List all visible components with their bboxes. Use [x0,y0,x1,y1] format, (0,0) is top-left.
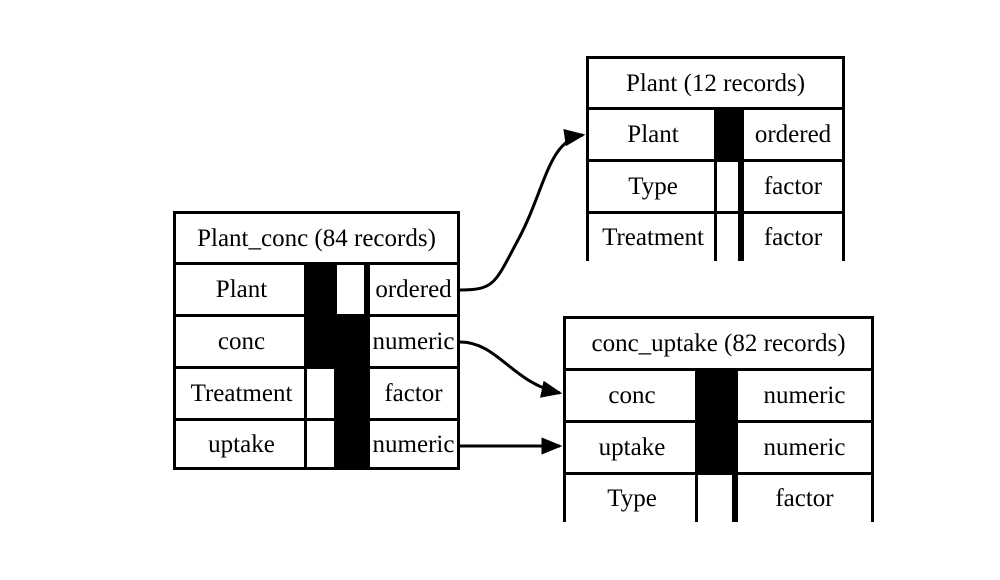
table-row[interactable]: Plant ordered [176,265,457,317]
field-type: factor [735,475,871,522]
key-marker-left [714,162,741,211]
field-type: numeric [367,317,457,366]
table-row[interactable]: conc numeric [566,371,871,423]
table-row[interactable]: Type factor [566,475,871,522]
relationship-arrow-plant [459,129,586,292]
key-marker-left [695,423,735,472]
table-row[interactable]: Treatment factor [589,214,842,261]
field-type: ordered [367,265,457,314]
field-type: numeric [735,423,871,472]
key-marker-group [304,369,370,418]
table-title-conc-uptake: conc_uptake (82 records) [566,319,871,371]
key-marker-left [714,110,741,159]
key-marker-right [334,421,367,467]
field-name: Plant [589,110,717,159]
key-marker-group [714,214,744,261]
key-marker-group [695,475,738,522]
table-plant[interactable]: Plant (12 records) Plant ordered Type fa… [586,56,845,261]
key-marker-group [695,423,738,472]
key-marker-left [304,317,337,366]
key-marker-right [334,369,367,418]
key-marker-left [695,371,735,420]
field-name: Plant [176,265,307,314]
key-marker-group [714,162,744,211]
key-marker-group [304,265,370,314]
field-name: Treatment [176,369,307,418]
key-marker-group [304,317,370,366]
table-row[interactable]: uptake numeric [566,423,871,475]
table-title-plant: Plant (12 records) [589,59,842,110]
key-marker-left [304,265,337,314]
field-name: uptake [176,421,307,467]
field-type: factor [741,162,842,211]
table-plant-conc[interactable]: Plant_conc (84 records) Plant ordered co… [173,211,460,470]
table-title-plant-conc: Plant_conc (84 records) [176,214,457,265]
table-row[interactable]: conc numeric [176,317,457,369]
table-row[interactable]: uptake numeric [176,421,457,467]
table-row[interactable]: Type factor [589,162,842,214]
key-marker-left [695,475,735,522]
key-marker-group [695,371,738,420]
field-name: Treatment [589,214,717,261]
key-marker-left [714,214,741,261]
table-row[interactable]: Treatment factor [176,369,457,421]
key-marker-group [714,110,744,159]
field-type: ordered [741,110,842,159]
field-name: conc [566,371,698,420]
key-marker-right [334,317,367,366]
key-marker-left [304,421,337,467]
table-conc-uptake[interactable]: conc_uptake (82 records) conc numeric up… [563,316,874,522]
field-type: factor [741,214,842,261]
relationship-arrow-conc [459,340,563,398]
key-marker-left [304,369,337,418]
field-name: Type [589,162,717,211]
field-name: conc [176,317,307,366]
field-type: factor [367,369,457,418]
field-type: numeric [367,421,457,467]
field-name: Type [566,475,698,522]
key-marker-group [304,421,370,467]
field-name: uptake [566,423,698,472]
table-row[interactable]: Plant ordered [589,110,842,162]
field-type: numeric [735,371,871,420]
key-marker-right [334,265,367,314]
